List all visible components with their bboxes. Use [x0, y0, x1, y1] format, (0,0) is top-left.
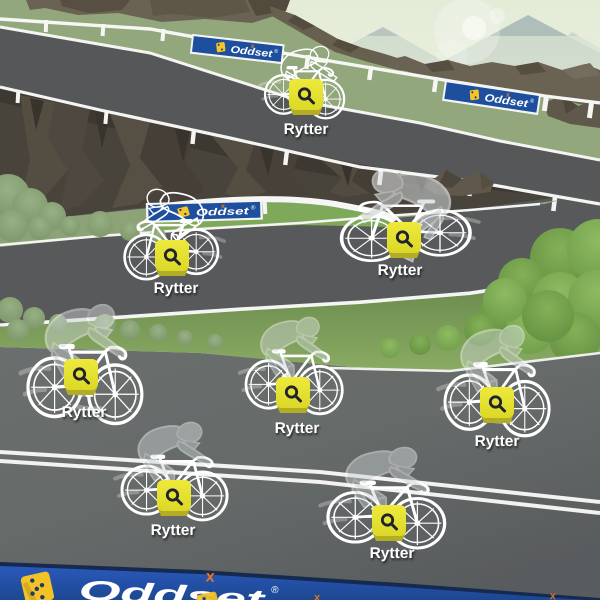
svg-text:Rytter: Rytter	[475, 433, 520, 450]
svg-text:x: x	[314, 590, 322, 600]
svg-text:Rytter: Rytter	[151, 522, 196, 539]
svg-text:Rytter: Rytter	[275, 420, 320, 437]
svg-text:®: ®	[271, 585, 280, 596]
svg-text:Rytter: Rytter	[284, 121, 329, 138]
svg-text:Rytter: Rytter	[154, 280, 199, 297]
svg-text:Rytter: Rytter	[378, 262, 423, 279]
svg-text:Rytter: Rytter	[62, 404, 107, 421]
svg-text:x: x	[549, 590, 557, 600]
svg-text:Rytter: Rytter	[370, 545, 415, 562]
svg-text:x: x	[205, 568, 215, 585]
